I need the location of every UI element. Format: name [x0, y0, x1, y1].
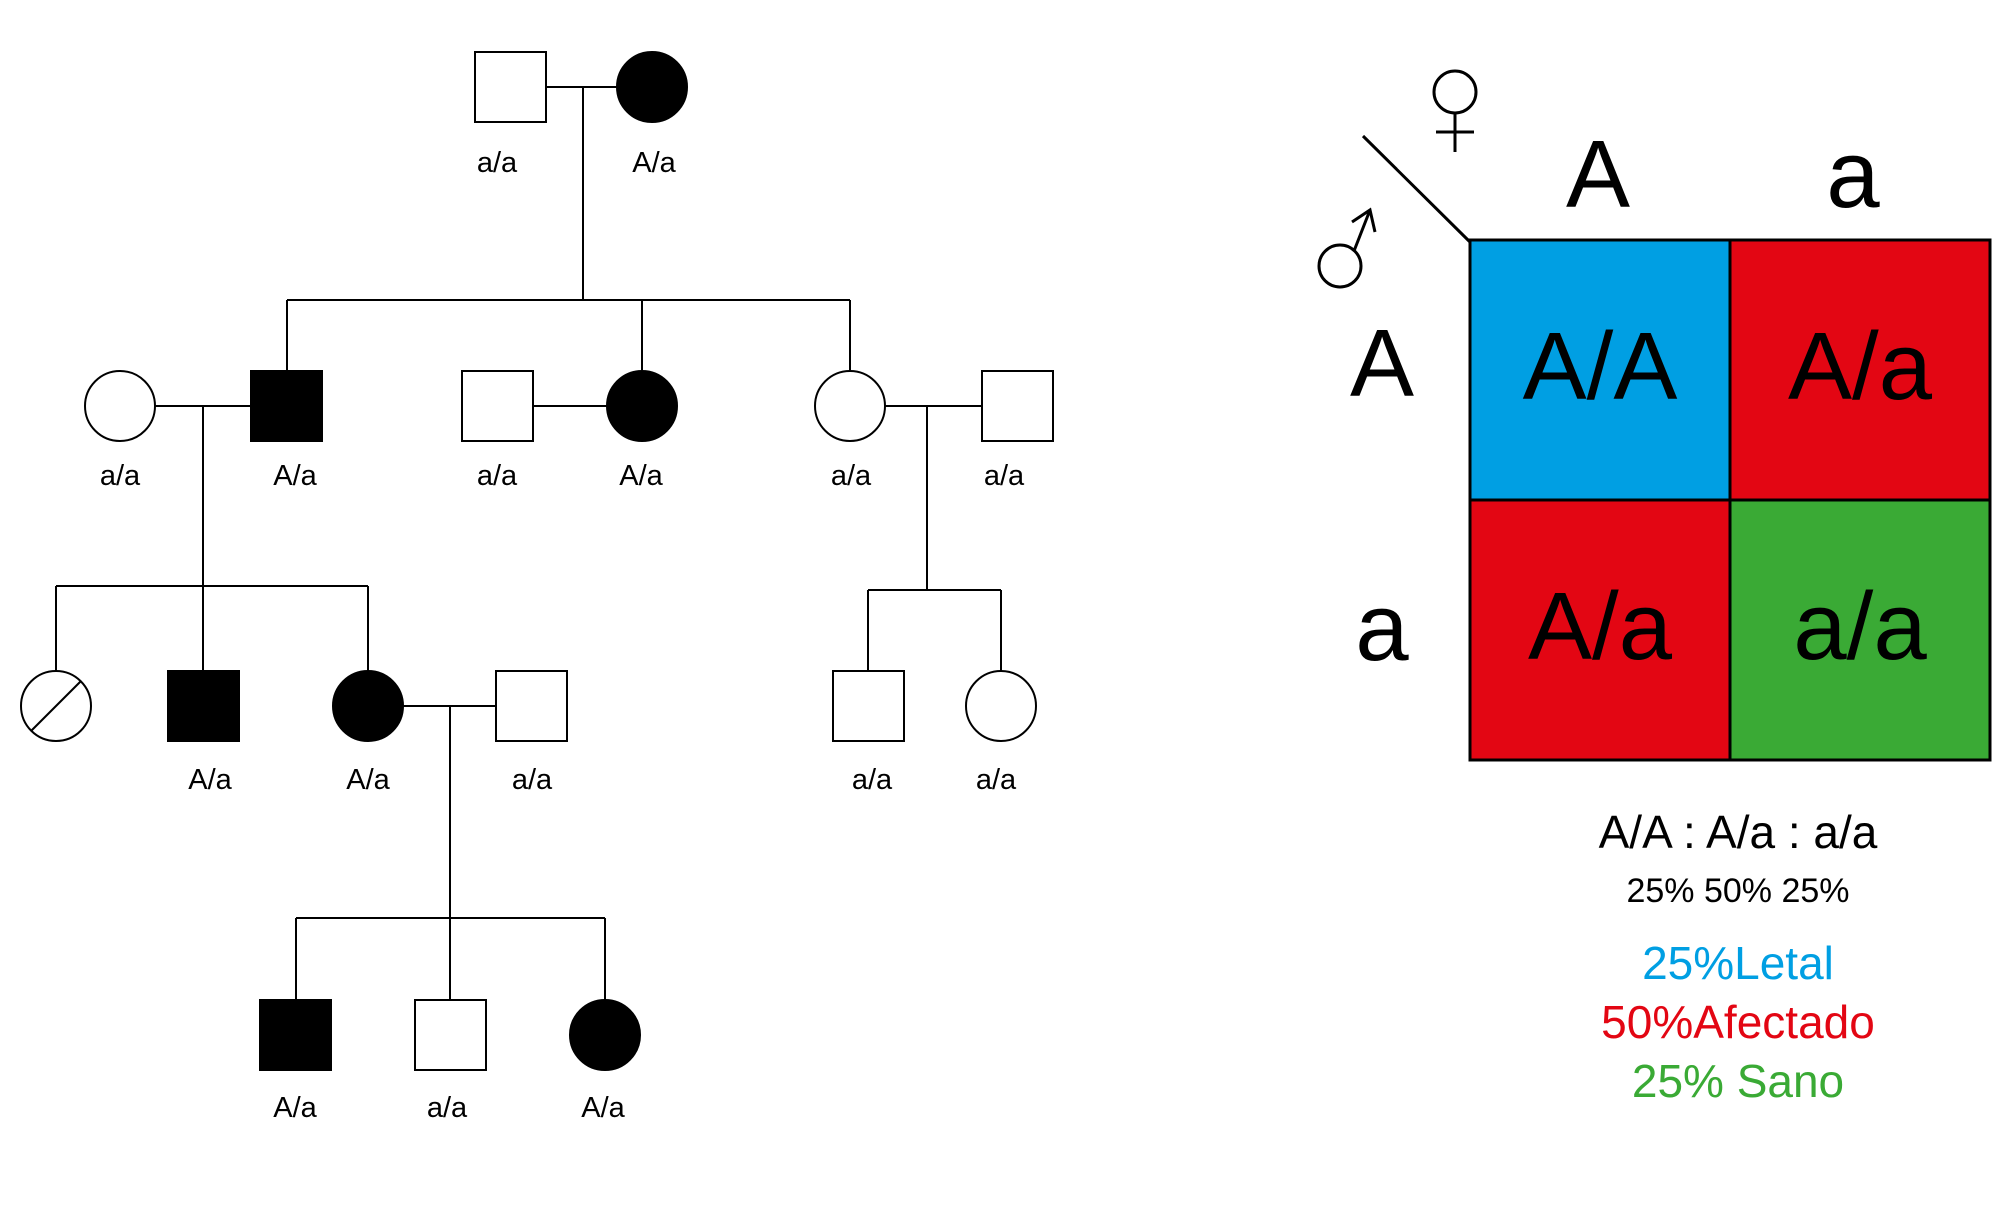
- female-symbol-icon: [1432, 69, 1478, 152]
- punnett-cell-Aa-top: [1728, 238, 1992, 502]
- punnett-cell-Aa-bottom: [1468, 498, 1732, 762]
- cell-genotype: A/A: [1523, 313, 1678, 420]
- male-symbol-icon: [1317, 207, 1377, 289]
- gen1-mother-genotype: A/a: [632, 147, 676, 179]
- deceased-slash: [30, 680, 82, 732]
- gen4-son-affected-symbol: [259, 999, 332, 1071]
- generation-4: [259, 999, 641, 1071]
- gen2-genotype: a/a: [984, 460, 1025, 492]
- gen2-spouse-male-2-symbol: [981, 370, 1054, 442]
- genotype-percentages: 25% 50% 25%: [1626, 872, 1849, 910]
- gen3-son-affected-symbol: [167, 670, 240, 742]
- gen3-right-daughter-symbol: [965, 670, 1037, 742]
- generation-2: [84, 370, 1054, 590]
- gen3-daughter-affected-symbol: [332, 670, 404, 742]
- gen3-genotype: A/a: [346, 764, 390, 796]
- pedigree-chart: [20, 51, 1054, 1071]
- female-allele-A: A: [1566, 121, 1630, 228]
- punnett-cell-AA: [1468, 238, 1732, 502]
- cell-genotype: A/a: [1788, 313, 1933, 420]
- gen2-genotype: a/a: [100, 460, 141, 492]
- gen1-mother-symbol: [616, 51, 688, 123]
- gen3-genotype: a/a: [976, 764, 1017, 796]
- gen3-spouse-male-symbol: [495, 670, 568, 742]
- cell-genotype: a/a: [1793, 573, 1927, 680]
- genotype-ratio: A/A : A/a : a/a: [1599, 806, 1878, 858]
- cell-genotype: A/a: [1528, 573, 1673, 680]
- gen2-son-affected-symbol: [250, 370, 323, 442]
- male-allele-a: a: [1355, 574, 1409, 681]
- legend-sano: 25% Sano: [1632, 1055, 1844, 1107]
- legend-letal: 25%Letal: [1642, 937, 1834, 989]
- punnett-cell-aa: [1728, 498, 1992, 762]
- gen2-genotype: A/a: [619, 460, 663, 492]
- gen3-genotype: A/a: [188, 764, 232, 796]
- gen4-genotype: A/a: [273, 1092, 317, 1124]
- male-allele-A: A: [1350, 310, 1414, 417]
- legend-afectado: 50%Afectado: [1601, 996, 1875, 1048]
- gen3-genotype: a/a: [852, 764, 893, 796]
- punnett-square: A a A a A/A A/a A/a a/a A/A : A/a : a/a …: [1317, 69, 1992, 1107]
- gen2-spouse-male-symbol: [461, 370, 534, 442]
- gen2-spouse-female-symbol: [84, 370, 156, 442]
- generation-1: [474, 51, 688, 300]
- gen4-genotype: A/a: [581, 1092, 625, 1124]
- gen2-daughter-affected-symbol: [606, 370, 678, 442]
- genotype-labels: a/a A/a a/a A/a a/a A/a a/a a/a A/a A/a …: [100, 147, 1025, 1124]
- gen2-genotype: a/a: [831, 460, 872, 492]
- gen4-son-unaffected-symbol: [414, 999, 487, 1071]
- gen2-genotype: A/a: [273, 460, 317, 492]
- generation-3: [20, 670, 1037, 918]
- gen1-father-symbol: [474, 51, 547, 123]
- gen2-daughter-unaffected-symbol: [814, 370, 886, 442]
- gen4-daughter-affected-symbol: [569, 999, 641, 1071]
- gen2-genotype: a/a: [477, 460, 518, 492]
- gen1-father-genotype: a/a: [477, 147, 518, 179]
- female-allele-a: a: [1826, 121, 1880, 228]
- header-diagonal: [1361, 134, 1472, 244]
- gen3-right-son-symbol: [832, 670, 905, 742]
- gen3-genotype: a/a: [512, 764, 553, 796]
- gen4-genotype: a/a: [427, 1092, 468, 1124]
